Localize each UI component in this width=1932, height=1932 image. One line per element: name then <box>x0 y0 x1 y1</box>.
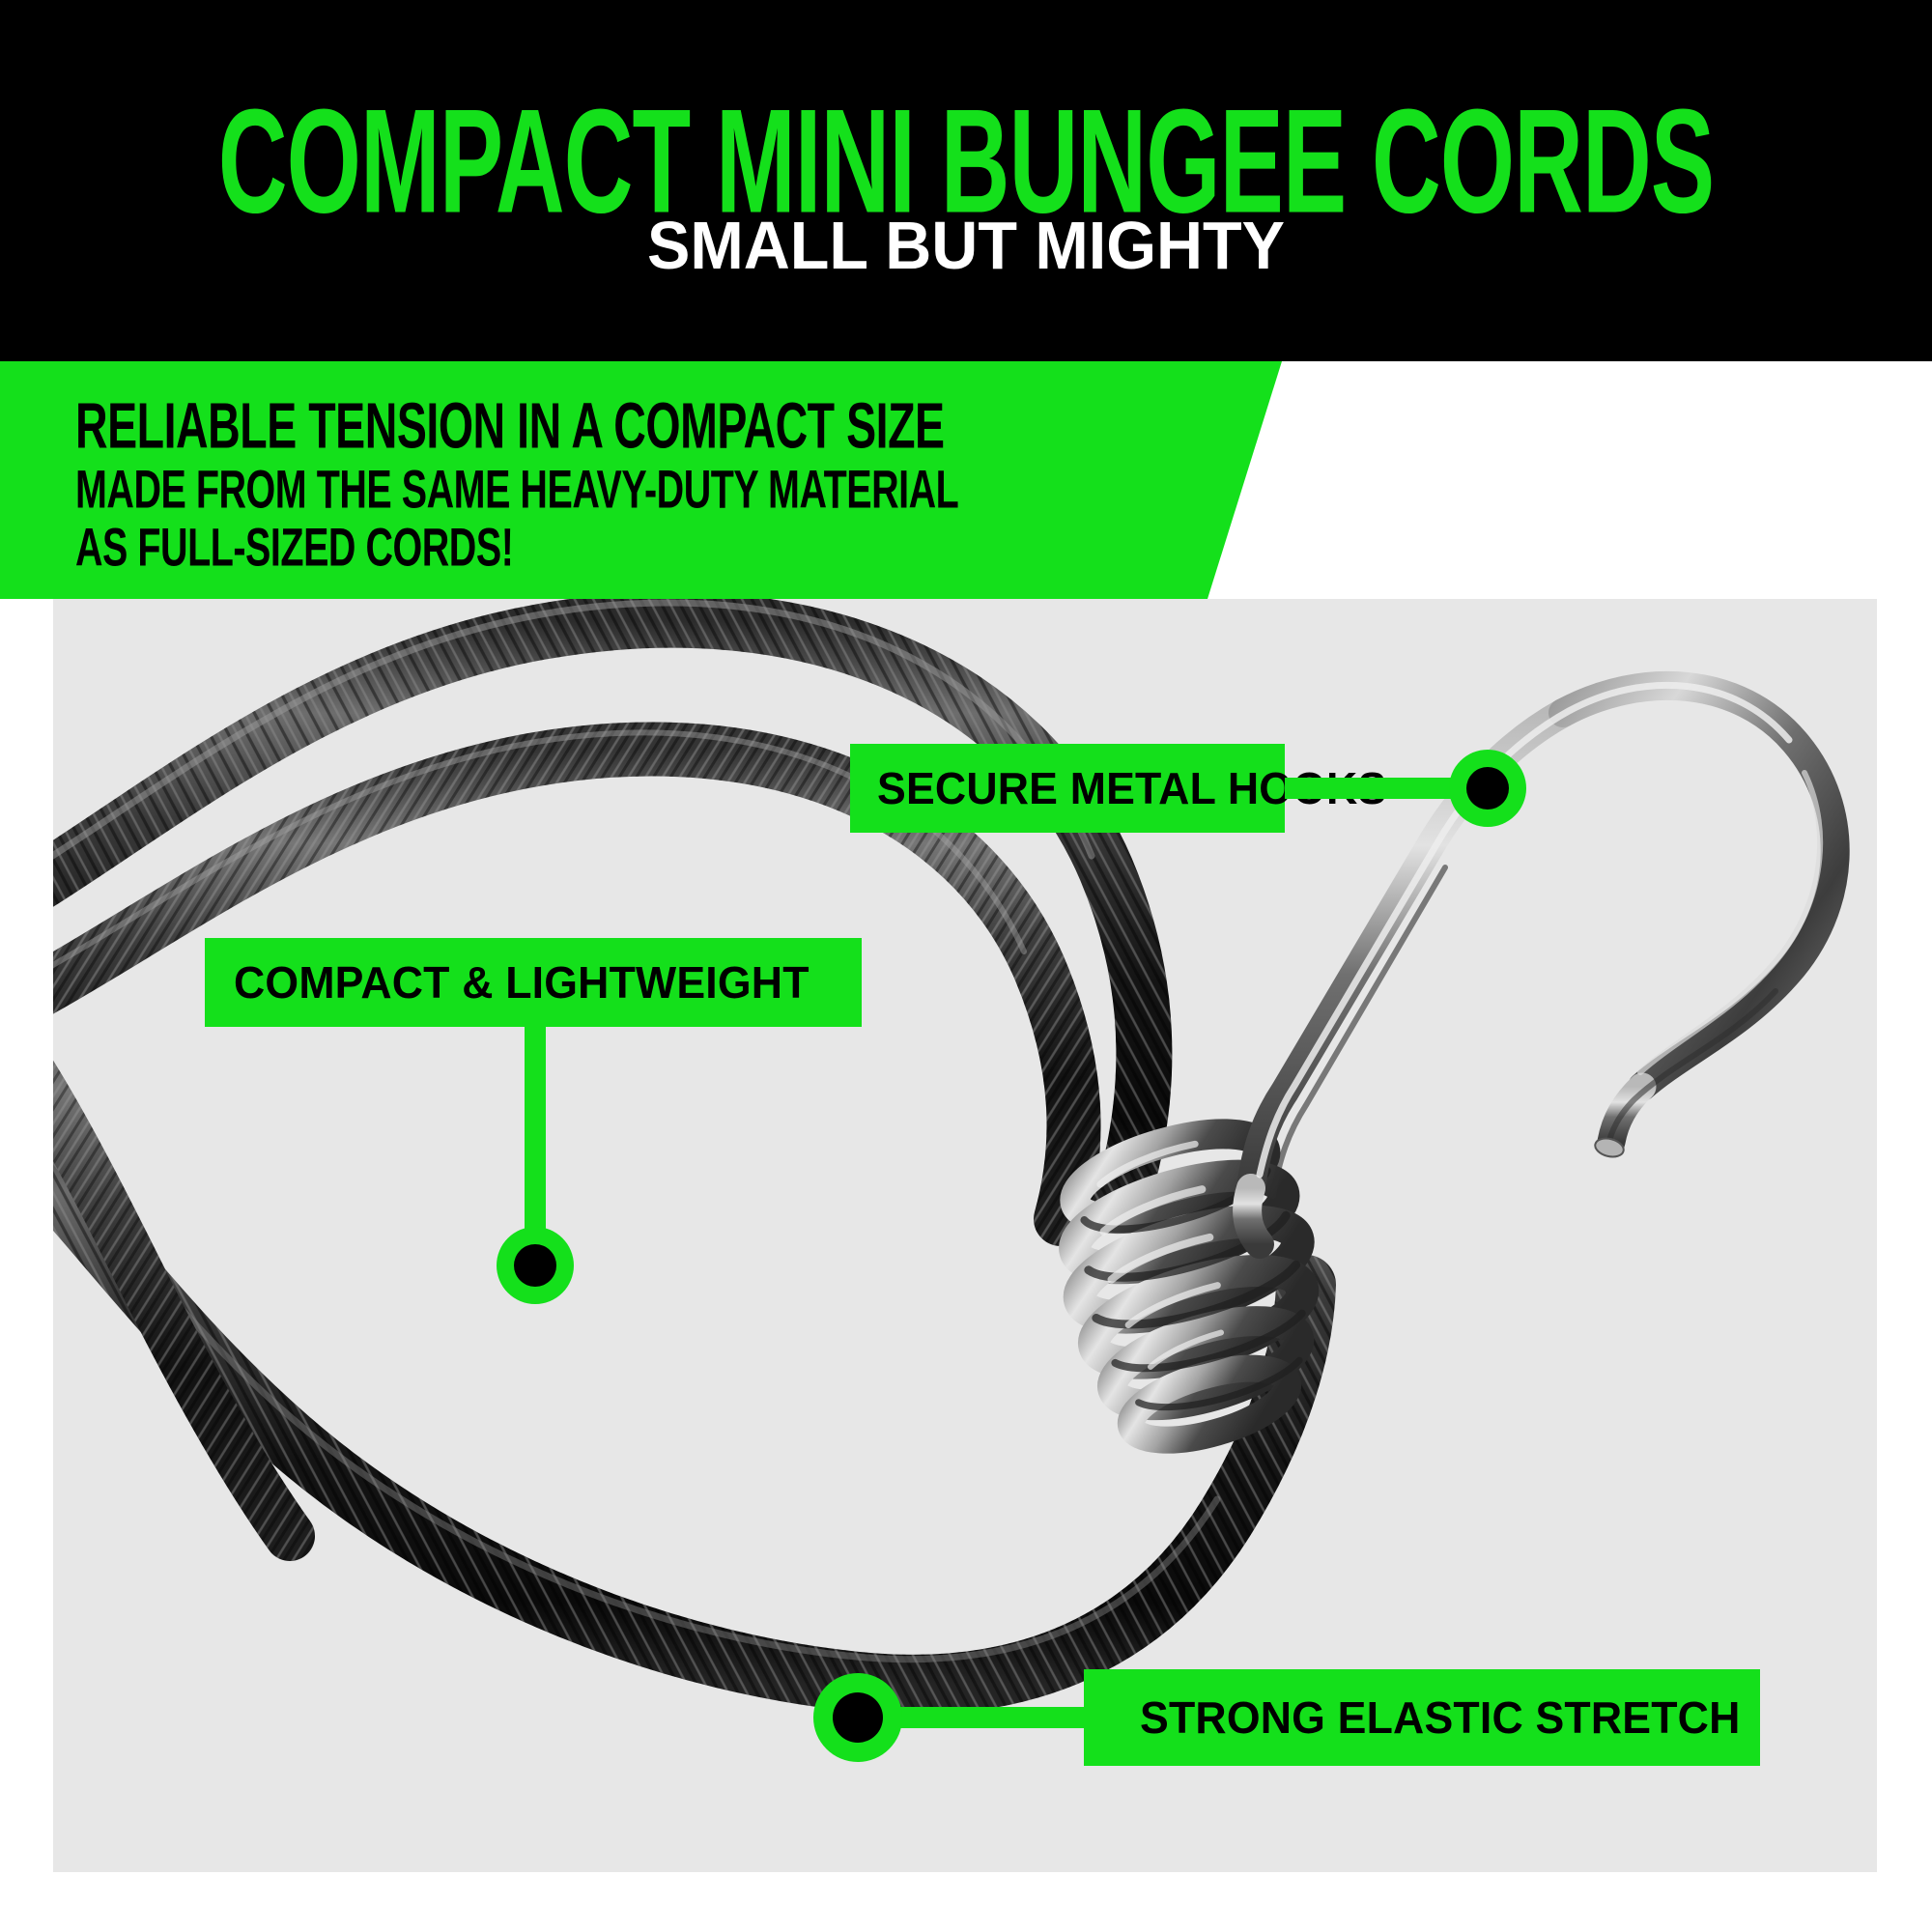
marker-dot-icon <box>833 1692 883 1743</box>
banner-headline: RELIABLE TENSION IN A COMPACT SIZE <box>75 389 945 463</box>
callout-label-box-strong-elastic-stretch[interactable]: STRONG ELASTIC STRETCH <box>1084 1669 1760 1766</box>
metal-coil <box>1059 1119 1320 1454</box>
marker-dot-icon <box>1466 767 1509 810</box>
cord-strand-left-stub <box>53 1060 315 1561</box>
callout-label-strong-elastic-stretch: STRONG ELASTIC STRETCH <box>1140 1692 1741 1743</box>
callout-label-compact-and-lightweight: COMPACT & LIGHTWEIGHT <box>234 957 810 1008</box>
callout-label-box-secure-metal-hooks[interactable]: SECURE METAL HOOKS <box>850 744 1386 833</box>
page-title: COMPACT MINI BUNGEE CORDS <box>217 77 1715 244</box>
feature-banner: RELIABLE TENSION IN A COMPACT SIZE MADE … <box>0 361 1282 599</box>
marker-dot-icon <box>514 1244 556 1287</box>
bungee-cord-photo <box>53 599 1877 1872</box>
banner-body-line-1: MADE FROM THE SAME HEAVY-DUTY MATERIAL <box>75 459 959 520</box>
callout-marker-strong-elastic-stretch[interactable] <box>813 1673 902 1762</box>
callout-connector-compact-and-lightweight <box>525 1022 546 1269</box>
callout-marker-compact-and-lightweight[interactable] <box>497 1227 574 1304</box>
banner-body-line-2: AS FULL-SIZED CORDS! <box>75 517 514 578</box>
callout-connector-strong-elastic-stretch <box>865 1707 1089 1728</box>
product-photo-panel <box>53 599 1877 1872</box>
page-subtitle: SMALL BUT MIGHTY <box>646 208 1286 283</box>
callout-label-box-compact-and-lightweight[interactable]: COMPACT & LIGHTWEIGHT <box>205 938 862 1027</box>
callout-marker-secure-metal-hooks[interactable] <box>1449 750 1526 827</box>
metal-hook <box>1233 670 1850 1259</box>
cord-strand-upper-outer <box>53 599 1173 1231</box>
callout-connector-secure-metal-hooks <box>1285 778 1492 799</box>
header-band: COMPACT MINI BUNGEE CORDS SMALL BUT MIGH… <box>0 0 1932 361</box>
